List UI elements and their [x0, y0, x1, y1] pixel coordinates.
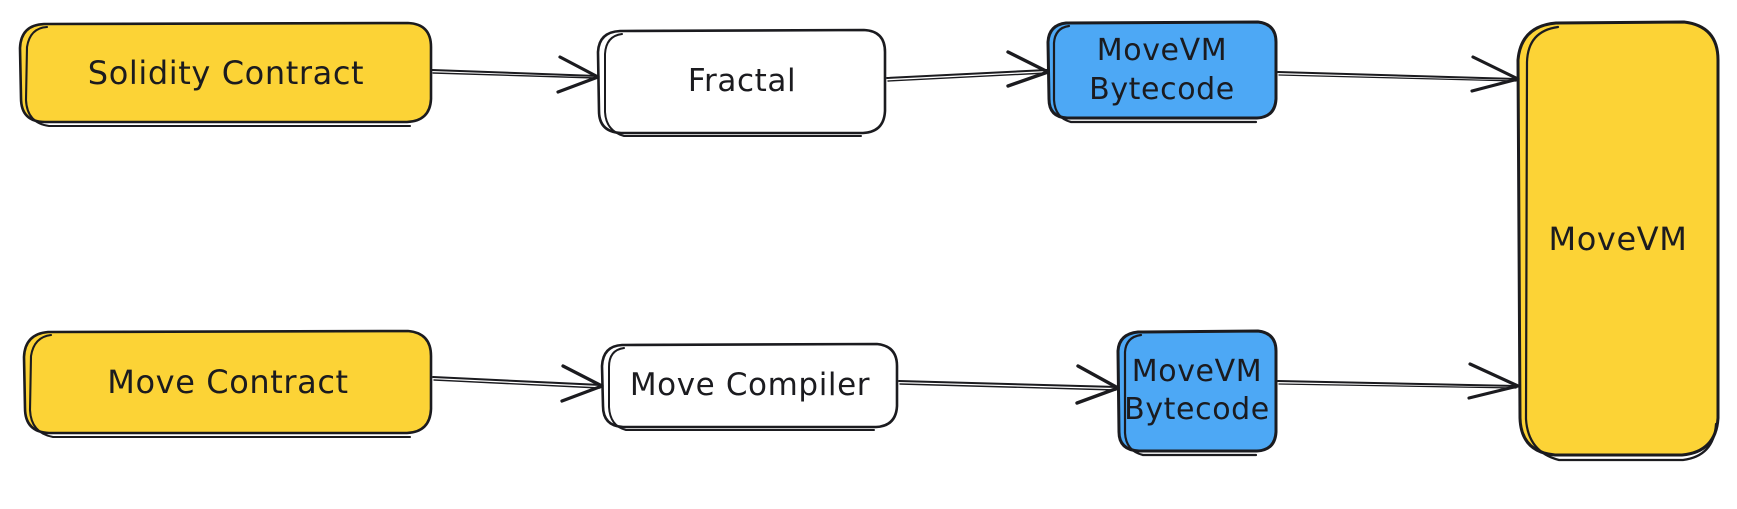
node-movevm-hit[interactable] [1518, 22, 1718, 456]
node-solidity-contract-shape [18, 21, 433, 124]
edge-bytecode-bottom-to-movevm-arrowhead [1467, 362, 1520, 400]
edge-bytecode-top-to-movevm-line-shadow [1278, 74, 1517, 82]
node-movevm-bytecode-top-sketch-stroke [1052, 24, 1258, 124]
edge-compiler-to-bytecode-bottom-hit[interactable] [899, 364, 1118, 404]
node-movevm-bytecode-bottom-sketch-stroke [1123, 333, 1258, 457]
node-fractal-hit[interactable] [598, 30, 886, 133]
edge-bytecode-bottom-to-movevm[interactable] [1277, 362, 1520, 400]
node-solidity-contract-sketch-stroke [24, 25, 412, 128]
edge-bytecode-top-to-movevm-hit[interactable] [1278, 55, 1518, 95]
edge-move-contract-to-compiler-arrowhead [560, 364, 604, 403]
edge-move-contract-to-compiler-line [432, 376, 602, 386]
edge-move-contract-to-compiler[interactable] [432, 364, 604, 403]
edge-bytecode-bottom-to-movevm-line [1277, 380, 1518, 387]
edge-bytecode-top-to-movevm[interactable] [1277, 55, 1520, 93]
edge-solidity-to-fractal[interactable] [431, 55, 600, 94]
node-movevm-bytecode-top[interactable] [1046, 20, 1278, 124]
node-movevm-bytecode-bottom-shape [1116, 329, 1278, 453]
edge-solidity-to-fractal-line [431, 69, 598, 77]
edge-compiler-to-bytecode-bottom[interactable] [898, 364, 1120, 405]
edge-move-contract-to-compiler-line-shadow [433, 379, 601, 389]
edge-fractal-to-bytecode-top-line [886, 69, 1048, 79]
edge-move-contract-to-compiler-hit[interactable] [433, 364, 602, 404]
node-movevm-bytecode-top-hit[interactable] [1048, 22, 1276, 119]
edge-fractal-to-bytecode-top[interactable] [886, 50, 1050, 88]
node-move-contract-sketch-stroke [28, 333, 412, 439]
edge-fractal-to-bytecode-top-arrowhead [1006, 50, 1050, 88]
edge-compiler-to-bytecode-bottom-line-shadow [899, 383, 1117, 391]
node-movevm-shape [1516, 20, 1720, 457]
node-move-contract-shape [22, 329, 433, 435]
node-fractal[interactable] [596, 28, 887, 137]
node-movevm-sketch-stroke [1524, 25, 1718, 462]
node-move-compiler[interactable] [600, 342, 899, 431]
edge-solidity-to-fractal-arrowhead [556, 55, 600, 94]
node-move-compiler-shape [600, 342, 899, 429]
edge-bytecode-bottom-to-movevm-hit[interactable] [1278, 362, 1518, 402]
node-movevm-bytecode-bottom[interactable] [1116, 329, 1278, 457]
edge-bytecode-top-to-movevm-line [1277, 71, 1518, 80]
node-fractal-sketch-stroke [604, 33, 862, 137]
edge-fractal-to-bytecode-top-hit[interactable] [887, 52, 1048, 92]
edge-solidity-to-fractal-hit[interactable] [432, 55, 598, 95]
node-solidity-contract-hit[interactable] [20, 23, 432, 123]
node-move-compiler-sketch-stroke [608, 347, 875, 431]
node-movevm-bytecode-bottom-hit[interactable] [1118, 331, 1276, 451]
edge-compiler-to-bytecode-bottom-line [898, 380, 1118, 388]
edge-bytecode-top-to-movevm-arrowhead [1470, 55, 1520, 93]
node-fractal-shape [596, 28, 887, 135]
node-move-contract-hit[interactable] [24, 331, 432, 433]
edge-fractal-to-bytecode-top-line-shadow [887, 72, 1047, 82]
node-solidity-contract[interactable] [18, 21, 433, 128]
node-move-contract[interactable] [22, 329, 433, 439]
edge-compiler-to-bytecode-bottom-arrowhead [1075, 364, 1120, 405]
node-move-compiler-hit[interactable] [602, 344, 898, 427]
node-movevm-bytecode-top-shape [1046, 20, 1278, 120]
edge-bytecode-bottom-to-movevm-line-shadow [1278, 383, 1517, 389]
edge-solidity-to-fractal-line-shadow [432, 72, 597, 79]
node-movevm[interactable] [1516, 20, 1720, 462]
